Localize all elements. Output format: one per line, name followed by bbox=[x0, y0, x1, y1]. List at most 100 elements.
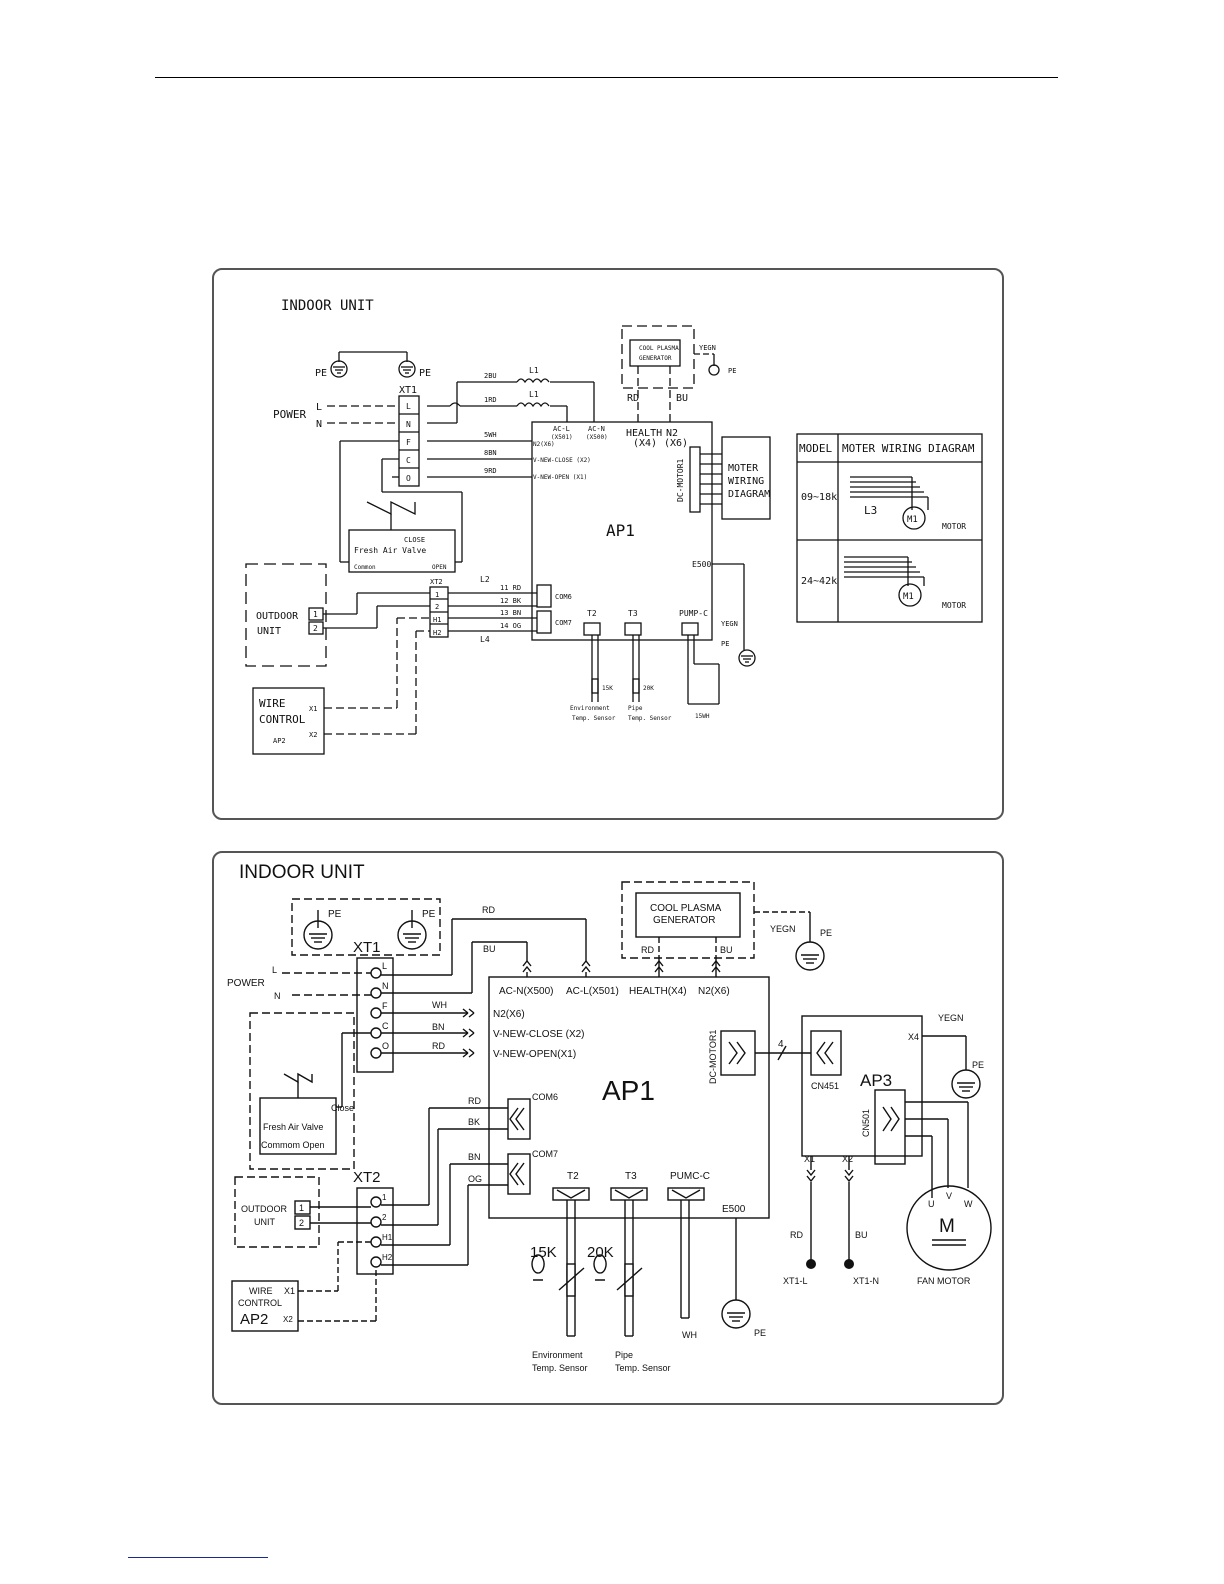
wire-label: 11 RD bbox=[500, 584, 521, 592]
rd-label: RD bbox=[641, 945, 654, 955]
wire-label: RD bbox=[432, 1041, 445, 1051]
vopen-label: V-NEW-OPEN(X1) bbox=[493, 1049, 576, 1060]
l3-label: L3 bbox=[864, 504, 877, 517]
xt2-terminal: 2 bbox=[382, 1213, 387, 1222]
env-sensor-label-2: Temp. Sensor bbox=[572, 715, 616, 722]
x2-label: X2 bbox=[842, 1154, 853, 1164]
dcmotor-label: DC-MOTOR1 bbox=[708, 1030, 718, 1084]
motor-label: MOTOR bbox=[942, 522, 966, 531]
pe-label: PE bbox=[728, 367, 736, 375]
wire-label: BN bbox=[432, 1022, 445, 1032]
pe-label: PE bbox=[422, 909, 436, 920]
outdoor-terminal: 2 bbox=[313, 624, 318, 633]
wire-label: 8BN bbox=[484, 449, 497, 457]
wire-label: WH bbox=[682, 1330, 697, 1340]
valve-common-open-label: Commom Open bbox=[261, 1140, 325, 1150]
cn451-label: CN451 bbox=[811, 1081, 839, 1091]
ap2-label: AP2 bbox=[273, 737, 286, 745]
pump-label: PUMP-C bbox=[679, 609, 708, 618]
table-header-diagram: MOTER WIRING DIAGRAM bbox=[842, 442, 975, 455]
table-row-model: 24~42k bbox=[801, 576, 837, 587]
plasma-label-2: GENERATOR bbox=[653, 915, 715, 926]
x2-label: X2 bbox=[309, 731, 317, 739]
wire-label: 2BU bbox=[484, 372, 497, 380]
pe-label: PE bbox=[972, 1060, 984, 1070]
wiring-diagram-new: INDOOR UNIT PE PE XT1 POWER L N L N F C … bbox=[212, 851, 1004, 1405]
line-n-label: N bbox=[316, 419, 322, 430]
x4-label: X4 bbox=[908, 1032, 919, 1042]
x1-label: X1 bbox=[284, 1286, 295, 1296]
power-label: POWER bbox=[273, 408, 306, 421]
xt2-terminal: H1 bbox=[382, 1233, 393, 1242]
fresh-air-valve-label: Fresh Air Valve bbox=[354, 546, 426, 555]
dcmotor-label: DC-MOTOR1 bbox=[676, 458, 685, 502]
pump-label: PUMC-C bbox=[670, 1171, 710, 1182]
k15-label: 15K bbox=[602, 685, 613, 692]
wiring-diagram-old: INDOOR UNIT PE PE POWER L N XT1 L N F C … bbox=[212, 268, 1004, 820]
ap2-label: AP2 bbox=[240, 1311, 268, 1328]
acl-label: AC-L bbox=[553, 425, 570, 433]
xt2-label: XT2 bbox=[353, 1169, 381, 1186]
wire-label: BU bbox=[483, 944, 496, 954]
xt1-terminal: N bbox=[382, 981, 389, 991]
pe-label: PE bbox=[419, 368, 431, 379]
moter-label: MOTER bbox=[728, 463, 759, 474]
pipe-sensor-label: Pipe bbox=[615, 1350, 633, 1360]
n2x6-label: N2(X6) bbox=[533, 441, 555, 448]
footer-rule bbox=[128, 1557, 268, 1558]
valve-open-label: OPEN bbox=[432, 564, 447, 571]
yegn-label: YEGN bbox=[770, 924, 796, 934]
table-header-model: MODEL bbox=[799, 442, 832, 455]
pe-label: PE bbox=[328, 909, 342, 920]
wiring-diagram-new-svg: INDOOR UNIT PE PE XT1 POWER L N L N F C … bbox=[227, 862, 992, 1373]
xt1-terminal: L bbox=[382, 961, 387, 971]
yegn-label: YEGN bbox=[699, 344, 716, 352]
valve-close-label: CLOSE bbox=[404, 536, 425, 544]
diagram-title: INDOOR UNIT bbox=[239, 862, 365, 883]
xt1n-label: XT1-N bbox=[853, 1276, 879, 1286]
xt1-terminal: N bbox=[406, 420, 411, 429]
bu-label: BU bbox=[720, 945, 733, 955]
t3-label: T3 bbox=[628, 609, 638, 618]
fresh-air-valve-label: Fresh Air Valve bbox=[263, 1122, 323, 1132]
xt1-terminal: C bbox=[406, 456, 411, 465]
ap3-label: AP3 bbox=[860, 1071, 892, 1090]
yegn-label: YEGN bbox=[938, 1013, 964, 1023]
t2-label: T2 bbox=[567, 1171, 579, 1182]
x1-label: X1 bbox=[309, 705, 317, 713]
pe-label: PE bbox=[754, 1328, 766, 1338]
xt1l-label: XT1-L bbox=[783, 1276, 808, 1286]
k15-label: 15K bbox=[530, 1244, 557, 1261]
e500-label: E500 bbox=[722, 1204, 746, 1215]
xt2-terminal: 2 bbox=[435, 603, 439, 611]
valve-common-label: Common bbox=[354, 564, 376, 571]
health-label: HEALTH(X4) bbox=[629, 986, 687, 997]
wire-label: RD bbox=[790, 1230, 803, 1240]
xt1-terminal: C bbox=[382, 1021, 389, 1031]
wire-count-label: 4 bbox=[778, 1039, 784, 1050]
moter-label-2: WIRING bbox=[728, 476, 764, 487]
w-label: W bbox=[964, 1199, 973, 1209]
com7-label: COM7 bbox=[532, 1149, 558, 1159]
motor-label: MOTOR bbox=[942, 601, 966, 610]
acn-port: (X500) bbox=[586, 434, 608, 441]
pipe-sensor-label-2: Temp. Sensor bbox=[628, 715, 672, 722]
wire-control-label: WIRE bbox=[259, 697, 286, 710]
pipe-sensor-label-2: Temp. Sensor bbox=[615, 1363, 671, 1373]
n2-label: N2(X6) bbox=[698, 986, 730, 997]
plasma-label: COOL PLASMA bbox=[639, 345, 679, 352]
line-l-label: L bbox=[316, 402, 322, 413]
com6-label: COM6 bbox=[555, 593, 572, 601]
com6-label: COM6 bbox=[532, 1092, 558, 1102]
health-label: HEALTH bbox=[626, 428, 662, 439]
moter-label-3: DIAGRAM bbox=[728, 489, 770, 500]
k20-label: 20K bbox=[587, 1244, 614, 1261]
m1-label: M1 bbox=[903, 592, 914, 602]
env-sensor-label: Environment bbox=[570, 705, 610, 712]
pe-label: PE bbox=[820, 928, 832, 938]
xt1-terminal: O bbox=[406, 474, 411, 483]
n2-label: N2 bbox=[666, 428, 678, 439]
env-sensor-label: Environment bbox=[532, 1350, 583, 1360]
yegn-label: YEGN bbox=[721, 620, 738, 628]
u-label: U bbox=[928, 1199, 935, 1209]
